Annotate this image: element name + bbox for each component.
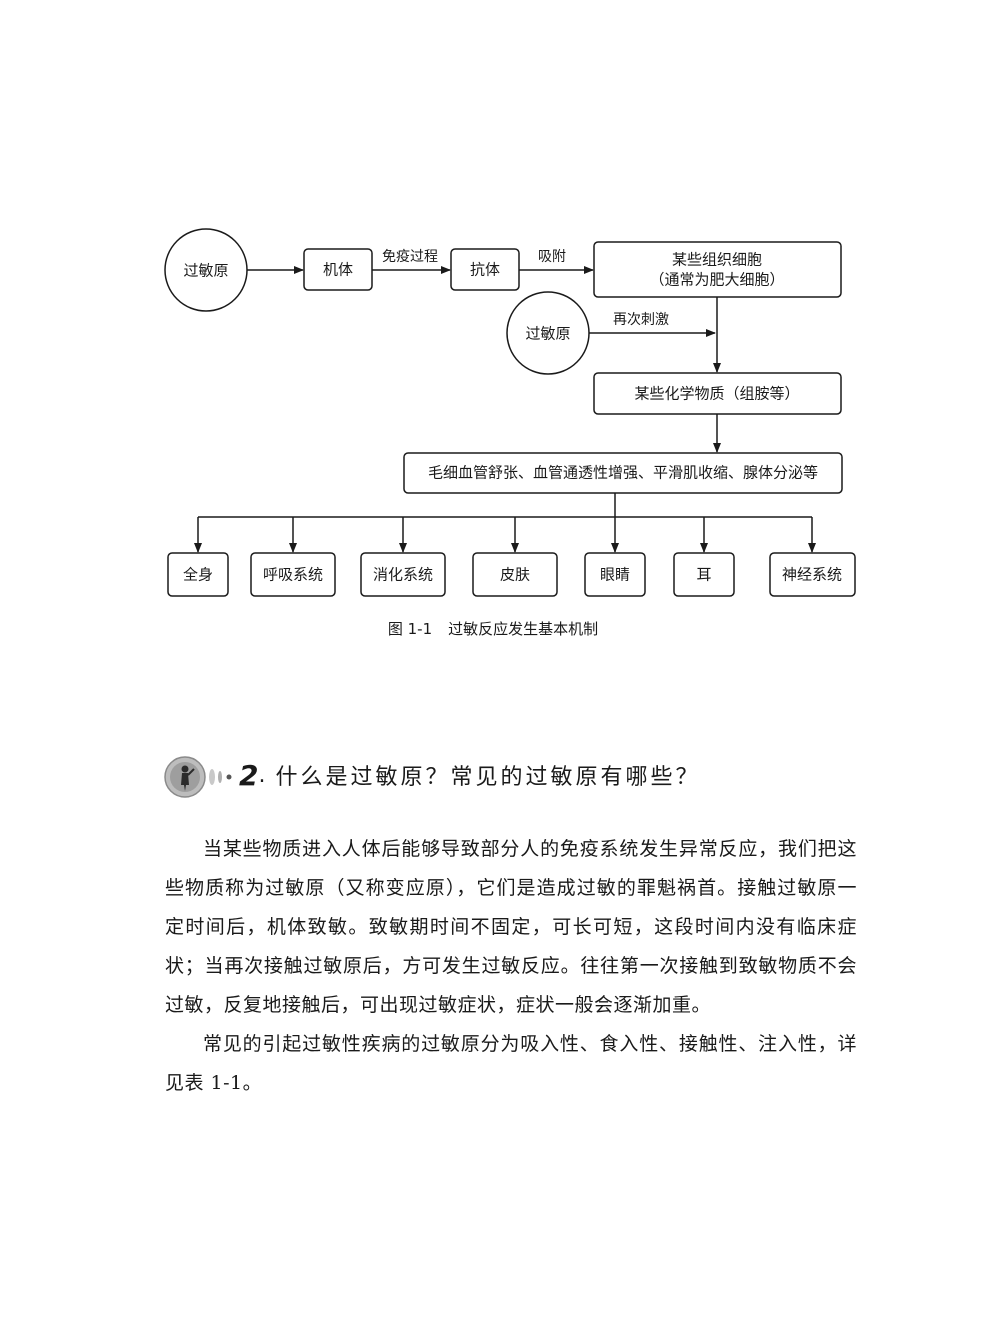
target-node <box>584 552 646 597</box>
target-node <box>769 552 856 597</box>
allergen-label-1: 过敏原 <box>183 262 228 280</box>
allergen-label-2: 过敏原 <box>525 325 570 343</box>
tissue-cell-sublabel: （通常为肥大细胞） <box>649 271 784 289</box>
target-label: 眼睛 <box>600 566 630 584</box>
target-label: 耳 <box>696 566 711 584</box>
section-heading: 2. 什么是过敏原？常见的过敏原有哪些？ <box>163 745 701 805</box>
edge-label-adsorb: 吸附 <box>538 249 566 265</box>
effects-label: 毛细血管舒张、血管通透性增强、平滑肌收缩、腺体分泌等 <box>428 464 818 482</box>
body-label: 机体 <box>323 261 353 279</box>
target-label: 呼吸系统 <box>263 566 323 584</box>
effects-node <box>403 452 843 494</box>
antibody-label: 抗体 <box>470 261 500 279</box>
edge-label-immune-process: 免疫过程 <box>382 249 438 265</box>
target-node <box>472 552 558 597</box>
section-number-dot: . <box>258 762 266 788</box>
figure-number: 图 1-1 <box>387 620 433 638</box>
paragraph: 常见的引起过敏性疾病的过敏原分为吸入性、食入性、接触性、注入性，详见表 1-1。 <box>165 1033 857 1094</box>
target-label: 消化系统 <box>373 566 433 584</box>
target-node <box>250 552 336 597</box>
target-node <box>673 552 735 597</box>
body-text: 当某些物质进入人体后能够导致部分人的免疫系统发生异常反应，我们把这些物质称为过敏… <box>165 830 857 1103</box>
target-node <box>167 552 229 597</box>
section-title: 什么是过敏原？常见的过敏原有哪些？ <box>275 765 701 790</box>
person-medallion-icon <box>164 756 232 798</box>
tissue-cell-label: 某些组织细胞 <box>672 251 762 269</box>
figure-caption: 图 1-1 过敏反应发生基本机制 <box>0 618 986 639</box>
chemicals-label: 某些化学物质（组胺等） <box>634 385 799 403</box>
edge-label-restimulate: 再次刺激 <box>613 311 669 328</box>
allergy-mechanism-diagram: 过敏原 机体 抗体 某些组织细胞 （通常为肥大细胞） 过敏原 某些化学物质（组胺… <box>164 228 856 597</box>
target-label: 皮肤 <box>500 566 530 584</box>
target-node <box>360 552 446 597</box>
figure-title: 过敏反应发生基本机制 <box>448 620 599 638</box>
paragraph: 当某些物质进入人体后能够导致部分人的免疫系统发生异常反应，我们把这些物质称为过敏… <box>165 838 857 1016</box>
target-label: 神经系统 <box>782 566 842 584</box>
target-label: 全身 <box>183 566 213 584</box>
section-number: 2 <box>239 758 259 792</box>
